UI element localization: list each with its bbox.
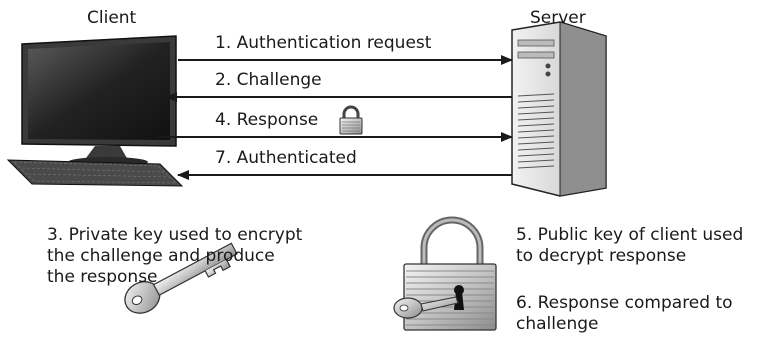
note-private-key: 3. Private key used to encrypt the chall…: [47, 225, 303, 287]
monitor-icon: [21, 35, 177, 167]
keyboard-icon: [6, 159, 184, 187]
message-authenticated: 7. Authenticated: [215, 148, 357, 168]
message-response: 4. Response: [215, 110, 319, 130]
server-tower-icon: [511, 21, 607, 197]
client-label: Client: [87, 8, 137, 28]
message-authentication-request: 1. Authentication request: [215, 33, 432, 53]
note-public-key: 5. Public key of client used to decrypt …: [516, 225, 744, 266]
key-icon: [124, 242, 238, 314]
message-challenge: 2. Challenge: [215, 70, 322, 90]
padlock-icon: [339, 105, 363, 135]
padlock-with-key-icon: [393, 216, 497, 331]
server-label: Server: [530, 8, 586, 28]
note-response-compared: 6. Response compared to challenge: [516, 293, 733, 334]
